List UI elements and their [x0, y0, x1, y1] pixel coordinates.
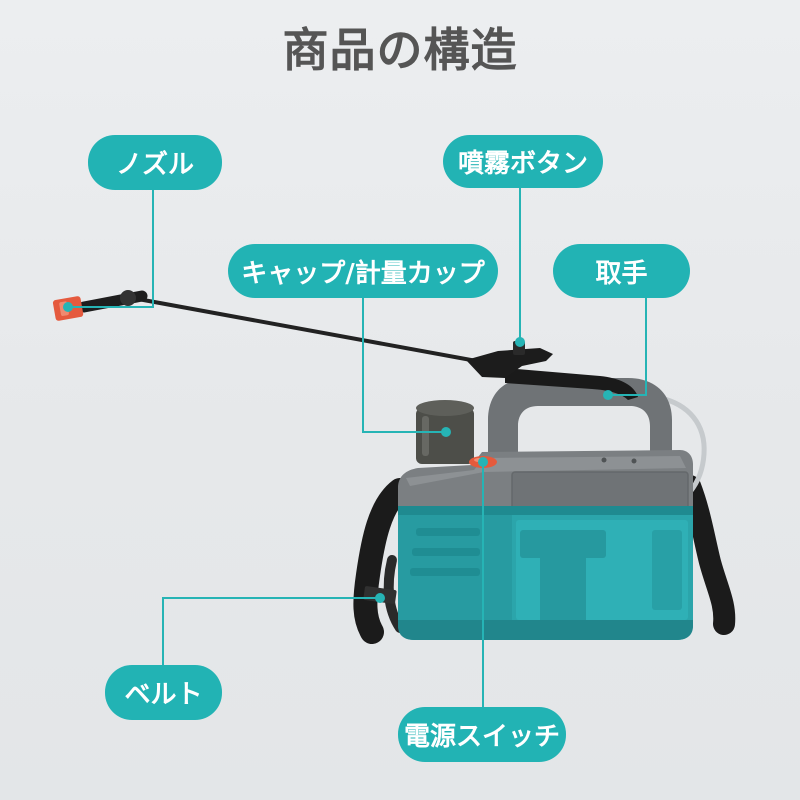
tank-front-recess — [520, 530, 606, 558]
leader-lines — [68, 188, 647, 707]
cap-top — [416, 400, 474, 416]
tank-base — [398, 620, 693, 640]
leader-dot-handle — [603, 390, 613, 400]
leader-line-belt — [162, 597, 380, 665]
label-nozzle: ノズル — [88, 135, 222, 190]
vent-hole — [601, 457, 607, 463]
handle-body — [488, 378, 672, 470]
leader-dot-belt — [375, 593, 385, 603]
nozzle-joint — [120, 290, 136, 306]
trigger-housing — [466, 348, 553, 378]
belt-strap-left — [353, 478, 412, 644]
tank-rib — [416, 528, 480, 536]
page-title: 商品の構造 — [282, 23, 518, 77]
tank-right-ridge — [652, 530, 682, 610]
tank-front-recess — [540, 558, 586, 620]
tank-top-face — [406, 456, 686, 486]
belt-strap-right — [679, 475, 736, 635]
label-power-switch: 電源スイッチ — [398, 707, 566, 762]
leader-dot-power-switch — [478, 457, 488, 467]
tank-rim — [398, 506, 693, 515]
tank-rib — [412, 548, 480, 556]
leader-line-nozzle — [68, 190, 154, 308]
label-handle: 取手 — [553, 244, 690, 298]
label-cap-measuring-cup: キャップ/計量カップ — [228, 244, 498, 298]
leader-dot-cap — [441, 427, 451, 437]
tank-rib — [410, 568, 480, 576]
hose — [657, 395, 707, 495]
handle-grip — [505, 368, 638, 400]
leader-line-handle — [608, 298, 647, 396]
spray-wand — [136, 297, 484, 364]
cap-highlight — [422, 416, 429, 456]
leader-dot-spray-button — [515, 337, 525, 347]
leader-line-cap — [362, 298, 446, 433]
vent-hole — [631, 458, 637, 464]
leader-dot-nozzle — [63, 302, 73, 312]
label-belt: ベルト — [105, 665, 222, 720]
label-spray-button: 噴霧ボタン — [443, 135, 603, 188]
leader-dots — [63, 302, 613, 603]
